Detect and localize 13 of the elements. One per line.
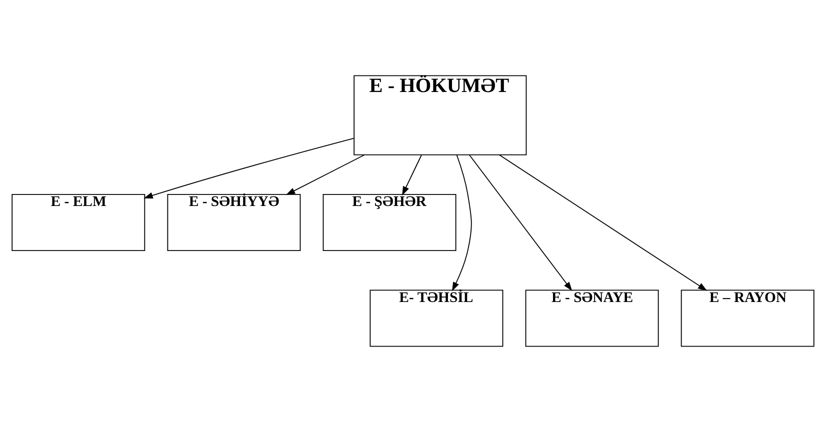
node-box: E – RAYON — [680, 290, 814, 347]
arrow — [144, 138, 354, 199]
arrow — [452, 154, 472, 292]
node-box: E - SƏHİYYƏ — [167, 194, 301, 252]
node-box: E - ELM — [12, 194, 146, 252]
arrow — [402, 154, 422, 196]
node-box: E- TƏHSİL — [370, 290, 504, 347]
arrow — [468, 154, 572, 292]
arrow — [498, 154, 708, 291]
node-box: E - HÖKUMƏT — [354, 75, 527, 156]
arrow — [286, 154, 365, 196]
node-box: E - SƏNAYE — [525, 290, 659, 347]
node-box: E - ŞƏHƏR — [322, 194, 456, 252]
